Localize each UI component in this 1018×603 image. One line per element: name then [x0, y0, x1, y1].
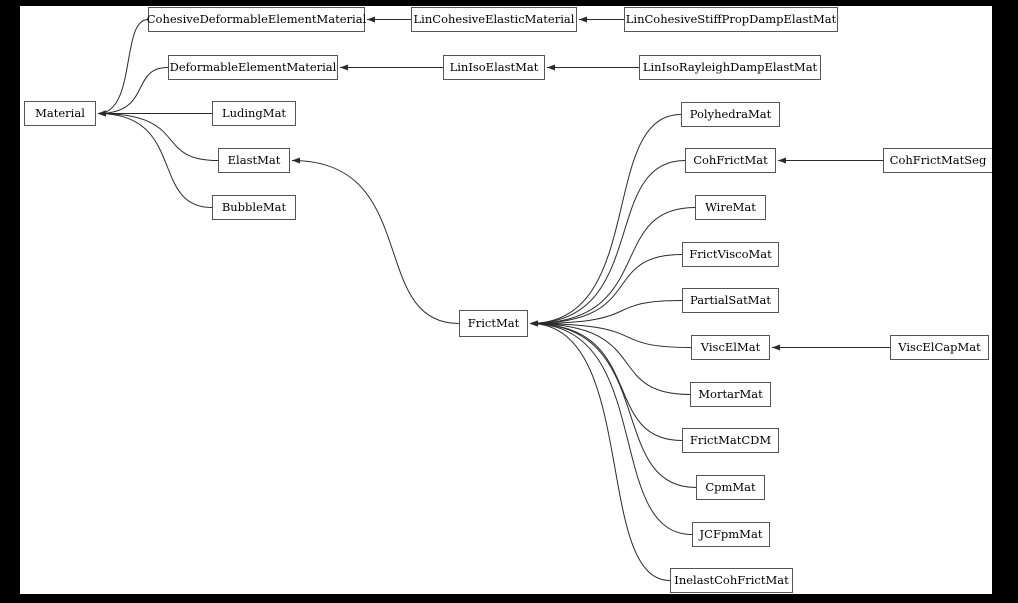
class-node-lin-iso-elast-mat[interactable]: LinIsoElastMat [443, 55, 545, 80]
inheritance-edge [291, 157, 460, 324]
class-node-lin-cohesive-elastic-material[interactable]: LinCohesiveElasticMaterial [411, 7, 577, 32]
class-node-frict-visco-mat[interactable]: FrictViscoMat [682, 242, 779, 267]
inheritance-edge [529, 114, 682, 327]
class-node-label: ElastMat [227, 152, 281, 167]
class-node-jcfpm-mat[interactable]: JCFpmMat [692, 522, 770, 547]
inheritance-edge [97, 67, 169, 117]
class-node-label: ViscElCapMat [898, 339, 981, 354]
class-node-coh-frict-mat[interactable]: CohFrictMat [685, 148, 776, 173]
class-node-partial-sat-mat[interactable]: PartialSatMat [682, 288, 779, 313]
class-node-label: CpmMat [705, 479, 756, 494]
class-node-label: DeformableElementMaterial [169, 59, 337, 74]
class-node-material[interactable]: Material [24, 101, 96, 126]
class-node-label: PolyhedraMat [689, 106, 772, 121]
class-node-inelast-coh-frict-mat[interactable]: InelastCohFrictMat [670, 568, 793, 593]
inheritance-edge [529, 320, 683, 441]
inheritance-edge [529, 300, 683, 327]
class-node-label: Material [35, 105, 85, 120]
class-node-frict-mat-cdm[interactable]: FrictMatCDM [682, 428, 779, 453]
class-node-polyhedra-mat[interactable]: PolyhedraMat [681, 102, 780, 127]
class-node-label: PartialSatMat [689, 292, 772, 307]
class-node-label: InelastCohFrictMat [674, 572, 789, 587]
class-node-label: LudingMat [221, 105, 287, 120]
class-node-label: LinIsoRayleighDampElastMat [642, 59, 818, 74]
class-node-label: LinCohesiveElasticMaterial [413, 11, 575, 26]
class-node-deformable-element-material[interactable]: DeformableElementMaterial [168, 55, 338, 80]
inheritance-edge [529, 254, 683, 327]
inheritance-edge [529, 320, 697, 488]
class-node-elast-mat[interactable]: ElastMat [218, 148, 290, 173]
inheritance-edge [529, 320, 691, 395]
class-node-wire-mat[interactable]: WireMat [695, 195, 766, 220]
class-node-label: FrictMat [467, 315, 520, 330]
class-node-label: BubbleMat [221, 199, 287, 214]
inheritance-edge [529, 320, 671, 581]
class-node-label: CohFrictMatSeg [889, 152, 987, 167]
class-node-visc-el-mat[interactable]: ViscElMat [691, 335, 770, 360]
class-node-label: LinIsoElastMat [449, 59, 539, 74]
class-node-label: LinCohesiveStiffPropDampElastMat [625, 11, 837, 26]
class-node-bubble-mat[interactable]: BubbleMat [212, 195, 296, 220]
class-node-cpm-mat[interactable]: CpmMat [696, 475, 765, 500]
class-node-label: FrictViscoMat [689, 246, 772, 261]
inheritance-edge [529, 320, 693, 535]
class-node-label: ViscElMat [700, 339, 761, 354]
class-node-label: CohFrictMat [693, 152, 768, 167]
class-node-label: CohesiveDeformableElementMaterial [146, 11, 367, 26]
inheritance-edge [529, 207, 696, 327]
diagram-canvas: Material CohesiveDeformableElementMateria… [20, 6, 992, 594]
class-node-lin-iso-rayleigh-damp-elast-mat[interactable]: LinIsoRayleighDampElastMat [639, 55, 821, 80]
class-node-cohesive-deformable-element-material[interactable]: CohesiveDeformableElementMaterial [146, 7, 367, 32]
inheritance-edge [97, 110, 213, 208]
class-node-mortar-mat[interactable]: MortarMat [690, 382, 771, 407]
inheritance-edge [97, 110, 219, 161]
inheritance-edge [97, 19, 149, 117]
class-node-label: FrictMatCDM [689, 432, 772, 447]
class-node-lin-cohesive-stiff-prop-damp-elast-mat[interactable]: LinCohesiveStiffPropDampElastMat [624, 7, 838, 32]
class-node-coh-frict-mat-seg[interactable]: CohFrictMatSeg [883, 148, 992, 173]
class-node-frict-mat[interactable]: FrictMat [459, 310, 528, 337]
class-node-label: MortarMat [698, 386, 763, 401]
inheritance-edge [529, 320, 692, 348]
diagram-edges [97, 16, 890, 581]
class-node-luding-mat[interactable]: LudingMat [212, 101, 296, 126]
inheritance-edge [529, 160, 686, 327]
class-node-visc-el-cap-mat[interactable]: ViscElCapMat [890, 335, 989, 360]
class-node-label: WireMat [705, 199, 756, 214]
class-node-label: JCFpmMat [699, 526, 763, 541]
